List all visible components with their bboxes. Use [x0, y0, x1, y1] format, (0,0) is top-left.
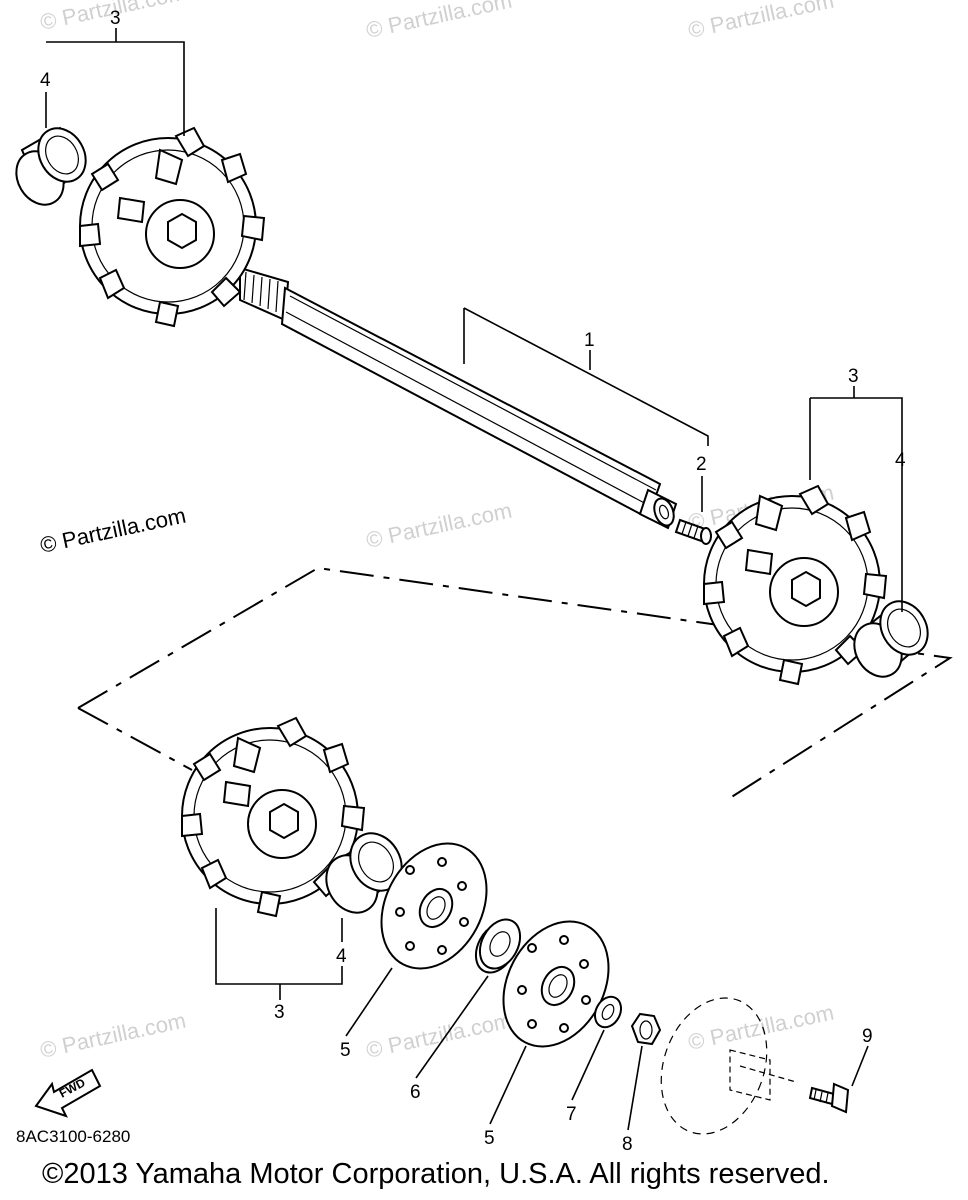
- bearing-lower: [325, 832, 403, 914]
- watermark: © Partzilla.com: [364, 498, 514, 553]
- plate-left: [380, 842, 488, 970]
- callout-3: 3: [110, 8, 121, 29]
- callout-4: 4: [336, 946, 347, 967]
- callout-1: 1: [584, 330, 595, 351]
- fwd-arrow-icon: FWD: [34, 1068, 102, 1118]
- pin: [674, 518, 712, 545]
- copyright-notice: ©2013 Yamaha Motor Corporation, U.S.A. A…: [42, 1158, 830, 1190]
- watermark: © Partzilla.com: [686, 1000, 836, 1055]
- callout-8: 8: [622, 1134, 633, 1155]
- watermark-dark: © Partzilla.com: [38, 503, 188, 558]
- bearing-small: [474, 918, 522, 974]
- sprocket-top: [79, 126, 266, 328]
- diagram-code: 8AC3100-6280: [16, 1127, 130, 1146]
- sprocket-lower: [181, 716, 366, 918]
- callout-7: 7: [566, 1104, 577, 1125]
- callout-9: 9: [862, 1026, 873, 1047]
- callout-4: 4: [40, 70, 51, 91]
- assembly-frame: [77, 566, 953, 799]
- sprocket-right: [703, 484, 888, 686]
- bearing-top: [15, 126, 87, 206]
- bolt: [808, 1082, 850, 1114]
- callout-4: 4: [895, 450, 906, 471]
- watermark: © Partzilla.com: [364, 0, 514, 43]
- washer: [594, 995, 622, 1029]
- hub: [660, 997, 797, 1135]
- watermark: © Partzilla.com: [686, 0, 836, 43]
- callout-2: 2: [696, 454, 707, 475]
- watermark: © Partzilla.com: [38, 1008, 188, 1063]
- callout-6: 6: [410, 1082, 421, 1103]
- callout-5: 5: [340, 1040, 351, 1061]
- nut: [630, 1012, 662, 1046]
- callout-3: 3: [848, 366, 859, 387]
- watermark: © Partzilla.com: [364, 1008, 514, 1063]
- plate-right: [502, 920, 610, 1048]
- callout-3: 3: [274, 1002, 285, 1023]
- bearing-right: [853, 600, 929, 678]
- shaft: [239, 266, 678, 530]
- leader-lines: [45, 28, 903, 1131]
- callout-5: 5: [484, 1128, 495, 1149]
